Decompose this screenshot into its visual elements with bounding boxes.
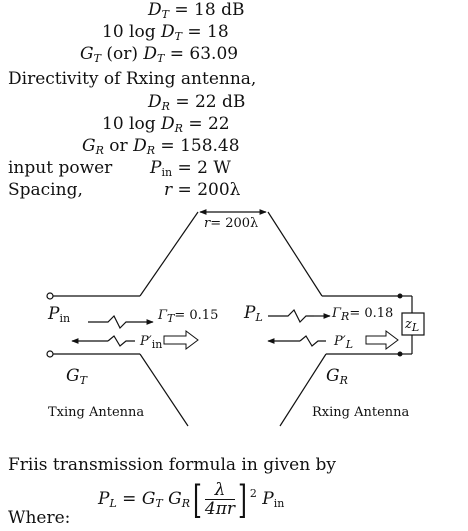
tx-lower-slant xyxy=(139,353,189,427)
friis-text: Friis transmission formula in given by xyxy=(8,455,337,475)
pprime-l-label: P′L xyxy=(334,334,354,351)
tx-reflected-wave xyxy=(107,335,135,347)
pprime-in-label: P′in xyxy=(140,334,163,351)
rx-node-bottom xyxy=(397,351,403,357)
gamma-r-label: ΓR= 0.18 xyxy=(332,306,394,323)
rx-node-top xyxy=(397,293,403,299)
rx-forward-wave xyxy=(268,308,314,324)
spacing-label: Spacing, xyxy=(8,180,83,200)
directivity-label: Directivity of Rxing antenna, xyxy=(8,69,257,89)
rx-upper-slant xyxy=(267,211,323,297)
tx-terminal-bottom xyxy=(46,350,54,358)
tx-antenna-label: Txing Antenna xyxy=(48,405,145,420)
gr-label-figure: GR xyxy=(326,366,348,387)
tx-forward-wave xyxy=(88,314,134,330)
pin-label-figure: Pin xyxy=(48,304,71,325)
dr-line: DR = 22 dB xyxy=(148,92,246,113)
tx-upper-slant xyxy=(139,211,199,297)
spacing-line: r = 200λ xyxy=(164,180,241,200)
input-power-label: input power xyxy=(8,158,113,178)
load-box xyxy=(401,312,425,336)
dt-line: DT = 18 dB xyxy=(148,0,245,21)
rx-lower-slant xyxy=(279,353,327,427)
zl-label: zL xyxy=(405,317,420,334)
dt-log-line: 10 log DT = 18 xyxy=(102,22,229,43)
gt-label-figure: GT xyxy=(66,366,87,387)
rx-reflected-wave xyxy=(299,335,326,347)
dr-log-line: 10 log DR = 22 xyxy=(102,114,230,135)
tx-hollow-arrow xyxy=(163,330,199,350)
pin-line: Pin = 2 W xyxy=(150,158,231,179)
pl-label-figure: PL xyxy=(244,303,263,324)
gt-line: GT (or) DT = 63.09 xyxy=(80,44,239,65)
rx-hollow-arrow xyxy=(365,330,399,350)
gr-line: GR or DR = 158.48 xyxy=(82,136,240,157)
tx-terminal-top xyxy=(46,292,54,300)
rx-antenna-label: Rxing Antenna xyxy=(312,405,410,420)
gamma-t-label: ΓT= 0.15 xyxy=(158,308,219,325)
where-label: Where: xyxy=(8,508,71,528)
spacing-label-figure: r= 200λ xyxy=(204,216,259,231)
